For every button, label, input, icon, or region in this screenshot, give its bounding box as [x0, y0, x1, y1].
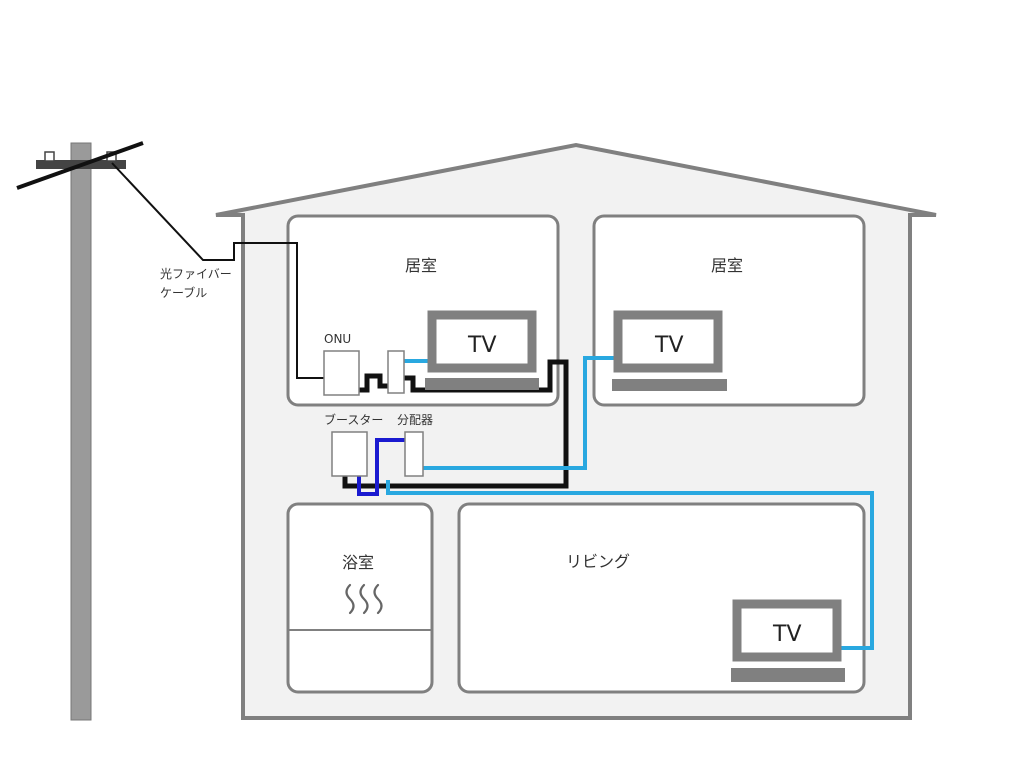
power-line [16, 141, 144, 190]
tv-label-upper-right: TV [654, 333, 684, 358]
room-label-upper-right: 居室 [711, 256, 743, 275]
tv-label-upper-left: TV [467, 333, 497, 358]
booster-label: ブースター [324, 412, 383, 427]
fiber-optic-cable [111, 162, 325, 379]
room-label-bath: 浴室 [342, 553, 374, 572]
onu-label: ONU [324, 332, 351, 346]
tv-upper-left [425, 310, 539, 390]
room-bath [286, 502, 434, 694]
splitter-device [404, 431, 424, 477]
coax-splitter-to-tv-living [386, 480, 874, 650]
tv-label-living: TV [772, 622, 802, 647]
room-living [457, 502, 866, 694]
splitter-upper-room [387, 350, 405, 394]
room-label-living: リビング [566, 552, 630, 571]
insulator-left-icon [44, 151, 55, 162]
fiber-cable-label-line1: 光ファイバー [160, 267, 232, 281]
booster-device [331, 431, 368, 477]
fiber-cable-label-line2: ケーブル [160, 285, 207, 300]
tv-upper-right [612, 310, 727, 391]
coax-booster-to-splitter [357, 438, 405, 496]
coax-splitter-to-tv-upper-right [423, 356, 618, 470]
onu-device [323, 350, 360, 396]
steam-icon [345, 583, 383, 615]
coax-onu-to-splitter [359, 373, 390, 393]
utility-pole [70, 142, 92, 721]
room-label-upper-left: 居室 [405, 256, 437, 275]
splitter-label: 分配器 [397, 413, 433, 427]
tv-living [731, 599, 845, 682]
coax-upper-room-to-booster [342, 359, 569, 489]
